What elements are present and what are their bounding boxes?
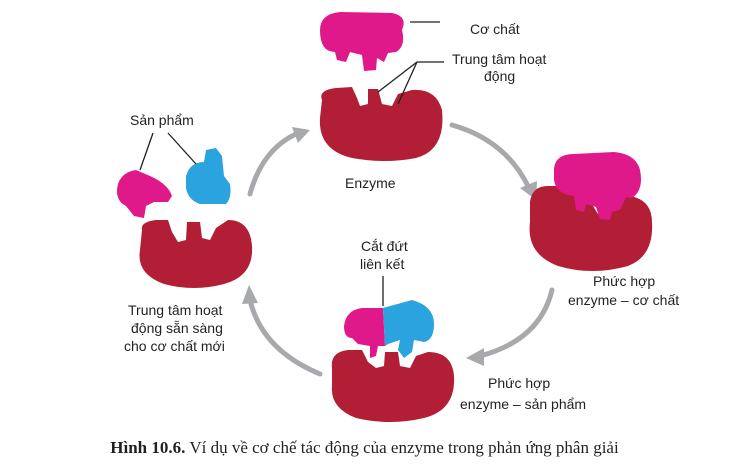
- arrow-es-to-ep: [477, 287, 555, 359]
- es-enzyme-shape: [529, 186, 653, 271]
- caption-number: Hình 10.6.: [110, 438, 186, 457]
- label-products: Sản phẩm: [130, 112, 194, 128]
- substrate-shape: [320, 12, 404, 71]
- label-ready-site-line3: cho cơ chất mới: [124, 338, 225, 354]
- ep-product-blue-shape: [383, 300, 434, 358]
- es-substrate-shape: [554, 152, 641, 220]
- arrow-head-2: [466, 348, 484, 366]
- label-active-site-line1: Trung tâm hoạt: [452, 51, 547, 67]
- top-leaders: [377, 21, 444, 105]
- arrow-ready-to-enzyme: [247, 131, 299, 197]
- product-magenta-shape: [117, 170, 172, 218]
- label-ready-site-line1: Trung tâm hoạt: [128, 302, 223, 318]
- products-leaders: [139, 132, 197, 171]
- product-blue-shape: [186, 148, 231, 204]
- label-break-bond-line1: Cắt đứt: [361, 238, 408, 254]
- label-enzyme: Enzyme: [345, 175, 396, 191]
- label-es-complex-line1: Phức hợp: [593, 273, 655, 289]
- label-ep-complex-line2: enzyme – sản phẩm: [460, 396, 586, 412]
- label-break-bond-line2: liên kết: [360, 256, 404, 272]
- arrow-ep-to-ready: [247, 297, 323, 377]
- label-substrate: Cơ chất: [470, 21, 520, 37]
- label-ep-complex-line1: Phức hợp: [488, 375, 550, 391]
- label-active-site-line2: động: [484, 68, 515, 84]
- cycle-arrows: [242, 122, 555, 377]
- caption-text: Ví dụ về cơ chế tác động của enzyme tron…: [185, 438, 619, 457]
- ep-enzyme-shape: [331, 350, 455, 422]
- enzyme-shape: [319, 87, 443, 161]
- free-enzyme-shape: [139, 220, 253, 288]
- label-ready-site-line2: động sẵn sàng: [131, 320, 223, 336]
- arrow-head-3: [242, 285, 258, 304]
- arrow-head-4: [292, 127, 310, 143]
- label-es-complex-line2: enzyme – cơ chất: [568, 292, 679, 308]
- arrow-enzyme-to-es: [449, 122, 531, 189]
- ep-product-magenta-shape: [344, 308, 385, 358]
- figure-caption: Hình 10.6. Ví dụ về cơ chế tác động của …: [0, 438, 729, 458]
